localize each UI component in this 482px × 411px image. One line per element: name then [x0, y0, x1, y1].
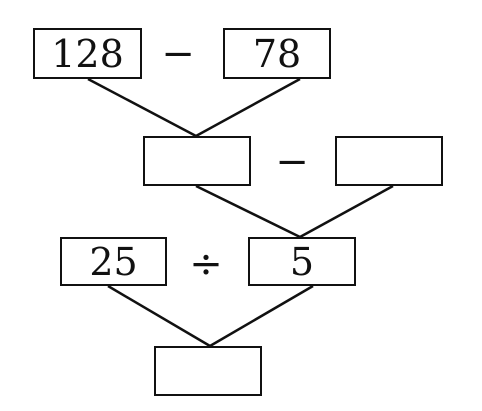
row2-left-answer-box[interactable]	[143, 136, 251, 186]
connector-line	[195, 184, 301, 239]
row1-right-box: 78	[223, 28, 331, 79]
connector-line	[87, 77, 197, 138]
row3-right-box: 5	[248, 237, 356, 286]
connector-line	[195, 77, 301, 138]
final-result-answer-box[interactable]	[154, 346, 262, 396]
row3-divide-operator: ÷	[189, 241, 223, 287]
connector-line	[107, 284, 211, 348]
row3-left-box: 25	[60, 237, 167, 286]
row1-left-box: 128	[33, 28, 142, 79]
connector-line	[209, 284, 314, 348]
row2-right-answer-box[interactable]	[335, 136, 443, 186]
connector-line	[299, 184, 394, 239]
row2-minus-operator: −	[275, 139, 309, 185]
row1-minus-operator: −	[161, 31, 195, 77]
